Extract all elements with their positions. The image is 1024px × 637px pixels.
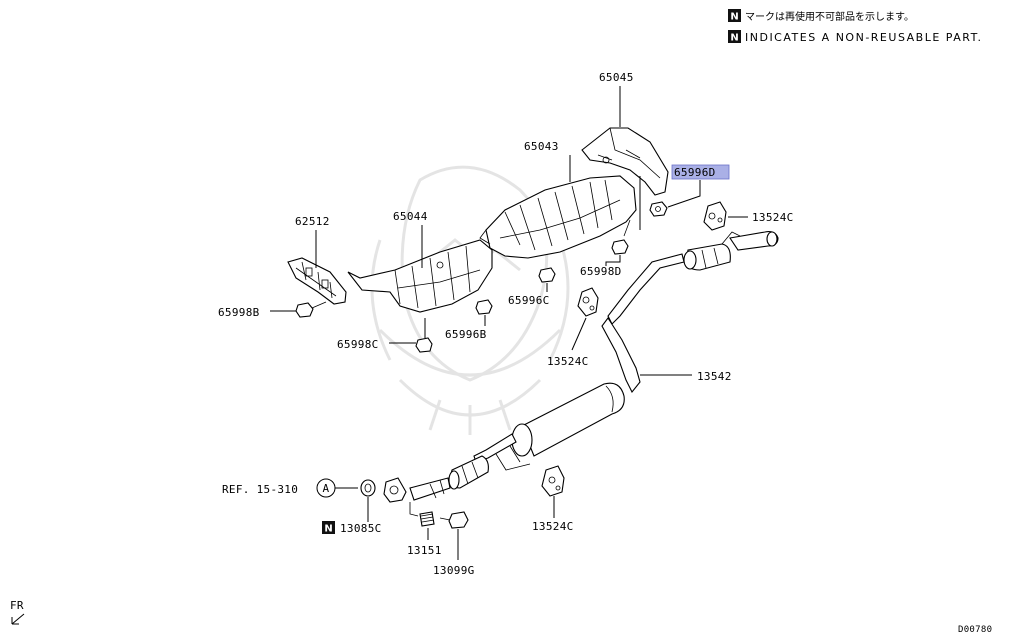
bolt-65998B[interactable] — [295, 301, 327, 318]
label-65998B[interactable]: 65998B — [218, 306, 260, 319]
drawing-code: D00780 — [958, 625, 992, 635]
spring-13151[interactable] — [419, 511, 435, 527]
label-65996D[interactable]: 65996D — [674, 166, 716, 179]
label-65043[interactable]: 65043 — [524, 140, 559, 153]
label-62512[interactable]: 62512 — [295, 215, 330, 228]
non-reusable-badge-13085C — [322, 521, 335, 534]
rubber-hanger-mid[interactable] — [577, 287, 599, 317]
main-muffler-13542[interactable] — [383, 231, 779, 503]
note-badge-jp: N — [730, 12, 738, 23]
heat-protector-65043[interactable] — [479, 175, 637, 259]
highlight-65996D — [671, 164, 730, 180]
gasket-13085C[interactable] — [360, 479, 376, 497]
note-en-text: INDICATES A NON-REUSABLE PART. — [745, 31, 982, 44]
protector-62512[interactable] — [287, 257, 347, 305]
label-13151[interactable]: 13151 — [407, 544, 442, 557]
label-65996C[interactable]: 65996C — [508, 294, 550, 307]
note-badge-en: N — [730, 33, 738, 44]
label-13524C-mid[interactable]: 13524C — [547, 355, 589, 368]
label-65045[interactable]: 65045 — [599, 71, 634, 84]
nut-65996D[interactable] — [649, 201, 668, 217]
badge-13085C-letter: N — [324, 524, 332, 535]
nut-65996B[interactable] — [475, 299, 493, 315]
bolt-13099G[interactable] — [439, 511, 469, 529]
bolt-65998D[interactable] — [611, 219, 631, 255]
label-ref-15-310[interactable]: REF. 15-310 — [222, 483, 298, 496]
rubber-hanger-top[interactable] — [703, 201, 727, 231]
nut-65996C[interactable] — [538, 267, 556, 283]
note-jp-text: マークは再使用不可部品を示します。 — [745, 10, 914, 23]
fr-arrow-icon — [11, 613, 25, 625]
ref-circle-letter: A — [323, 482, 330, 495]
front-direction-indicator: FR — [10, 599, 25, 625]
label-65998C[interactable]: 65998C — [337, 338, 379, 351]
label-13542[interactable]: 13542 — [697, 370, 732, 383]
bolt-65998C[interactable] — [415, 318, 433, 353]
heat-protector-65045[interactable] — [581, 127, 669, 196]
label-65998D[interactable]: 65998D — [580, 265, 622, 278]
label-13099G[interactable]: 13099G — [433, 564, 475, 577]
label-65044[interactable]: 65044 — [393, 210, 428, 223]
heat-protector-65044[interactable] — [347, 239, 493, 313]
label-13085C[interactable]: 13085C — [340, 522, 382, 535]
non-reusable-note: N マークは再使用不可部品を示します。 N INDICATES A NON-RE… — [728, 9, 982, 44]
label-65996B[interactable]: 65996B — [445, 328, 487, 341]
label-13524C-top[interactable]: 13524C — [752, 211, 794, 224]
rubber-hanger-bottom[interactable] — [541, 465, 565, 497]
fr-label: FR — [10, 599, 24, 612]
label-13524C-bottom[interactable]: 13524C — [532, 520, 574, 533]
